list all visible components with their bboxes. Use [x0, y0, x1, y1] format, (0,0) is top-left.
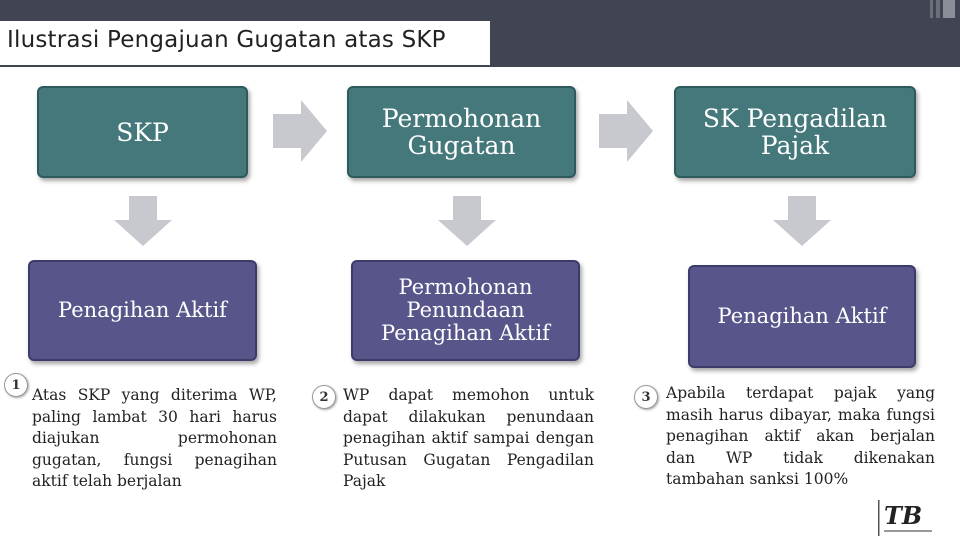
box-penagihan-aktif: Penagihan Aktif [688, 265, 916, 368]
number-badge: 1 [4, 373, 28, 397]
box-penagihan-aktif: Penagihan Aktif [28, 260, 257, 361]
tb-logo: TB [878, 500, 932, 536]
description-text: WP dapat memohon untuk dapat dilakukan p… [343, 386, 594, 490]
slide-title: Ilustrasi Pengajuan Gugatan atas SKP [7, 27, 446, 53]
arrow-down-icon [438, 196, 496, 246]
box-label: Permohonan Penundaan Penagihan Aktif [381, 275, 550, 345]
arrow-down-icon [773, 196, 831, 246]
box-permohonan-penundaan: Permohonan Penundaan Penagihan Aktif [351, 260, 580, 361]
arrow-down-icon [114, 196, 172, 246]
title-box [0, 21, 490, 65]
arrow-right-icon [273, 100, 327, 162]
box-skp: SKP [37, 86, 248, 178]
number-badge: 2 [312, 385, 336, 409]
arrow-right-icon [599, 100, 653, 162]
logo-text: TB [884, 501, 922, 530]
box-label: SK Pengadilan Pajak [702, 104, 888, 160]
corner-decoration [943, 0, 955, 18]
box-label: Permohonan Gugatan [381, 104, 542, 160]
corner-decoration [930, 0, 933, 18]
box-permohonan-gugatan: Permohonan Gugatan [347, 86, 576, 178]
description-text: Apabila terdapat pajak yang masih harus … [666, 384, 935, 488]
corner-decoration [936, 0, 940, 18]
description-text: Atas SKP yang diterima WP, paling lambat… [32, 386, 277, 490]
box-label: Penagihan Aktif [58, 298, 227, 323]
number-badge: 3 [634, 385, 658, 409]
box-sk-pengadilan-pajak: SK Pengadilan Pajak [674, 86, 916, 178]
box-label: SKP [116, 117, 169, 147]
box-label: Penagihan Aktif [717, 304, 887, 329]
